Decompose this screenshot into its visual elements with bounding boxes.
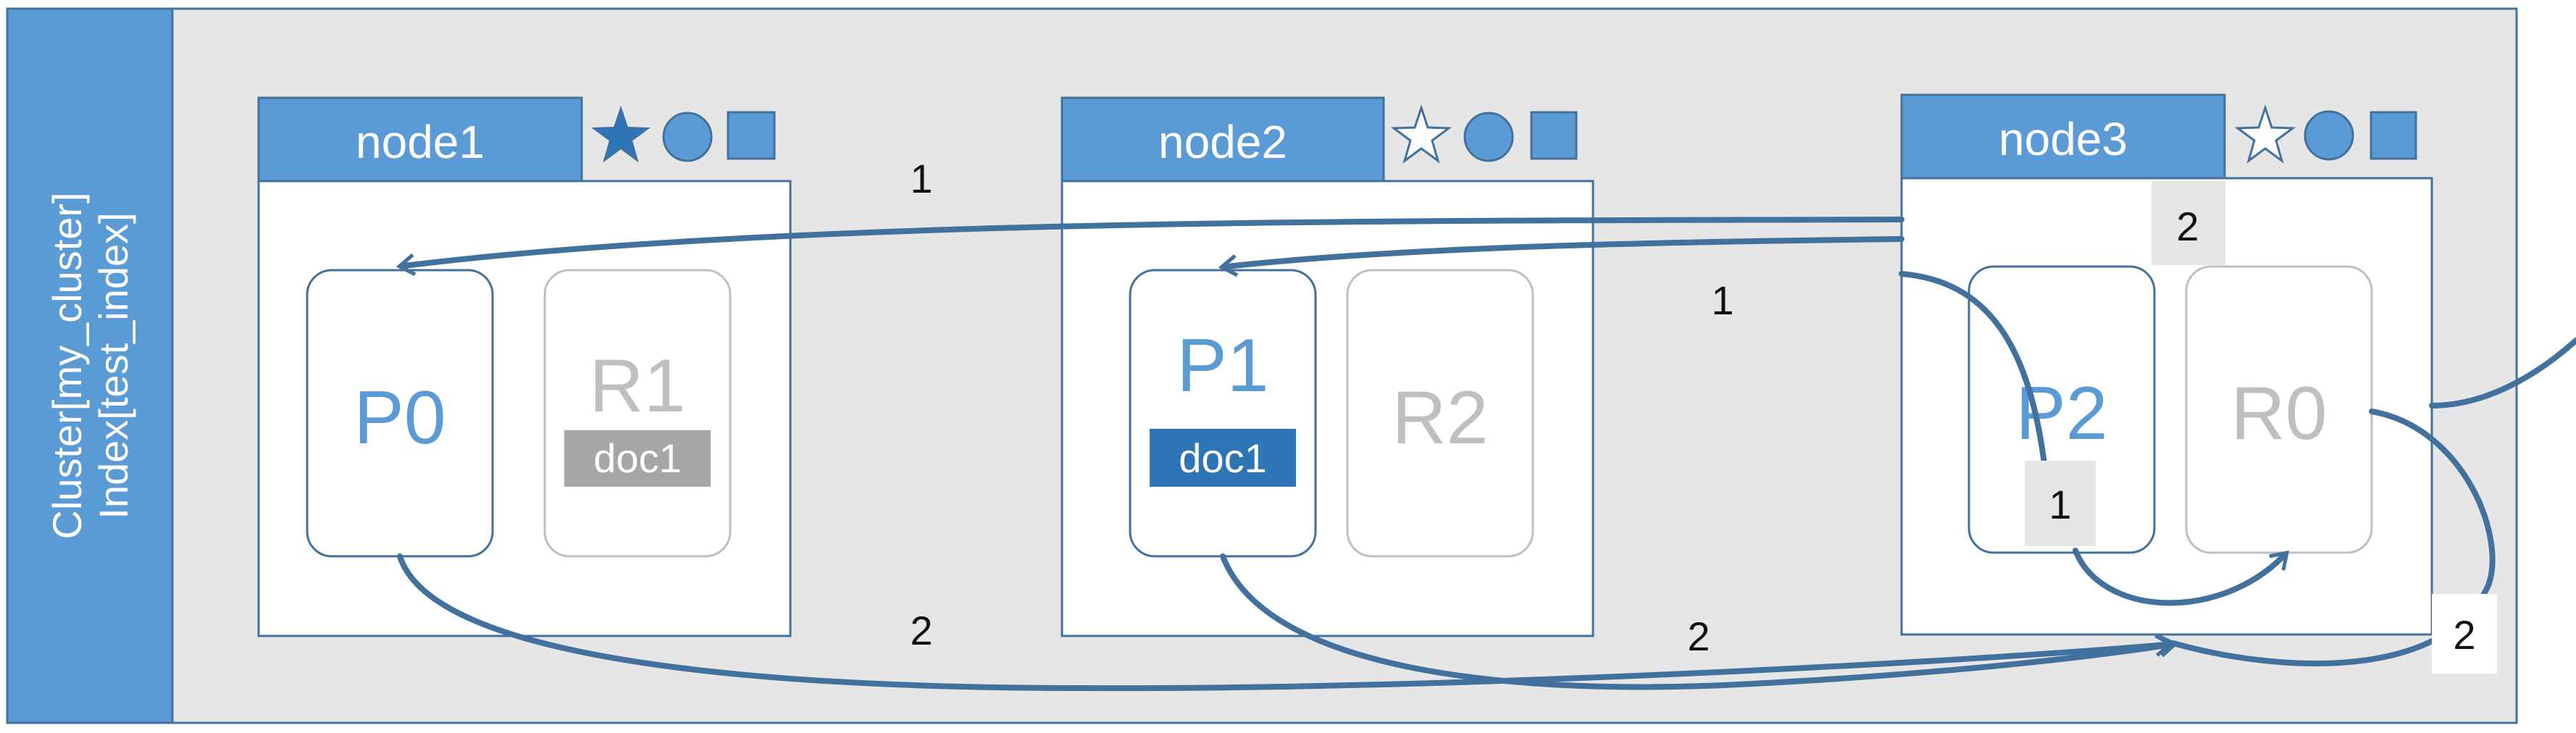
arrow-r0-ack	[2170, 409, 2496, 667]
shard-R2: R2	[1346, 269, 1534, 558]
step-label: 2	[2453, 612, 2475, 658]
arrow-p1-ack	[1220, 553, 2179, 690]
outline-star-icon	[1390, 104, 1452, 164]
arrow-p0-ack	[397, 553, 2175, 692]
shard-label: R1	[590, 344, 686, 428]
doc-badge	[564, 430, 711, 487]
shard-label: R0	[2231, 372, 2328, 456]
node-node1: node1 P0 R1 doc1	[257, 96, 792, 637]
step-label: 1	[1711, 277, 1734, 323]
cluster-sidebar	[6, 7, 174, 724]
node-header	[257, 96, 583, 183]
shard-R1: R1 doc1	[543, 269, 732, 558]
replica-shard-box	[1346, 269, 1534, 558]
step-label: 2	[2176, 204, 2199, 249]
cluster-name-label: Cluster[my_cluster]	[44, 192, 90, 539]
arrow-p2-to-r0	[2073, 548, 2290, 606]
step-badge	[2025, 461, 2096, 546]
primary-shard-box	[1967, 265, 2156, 554]
outline-star-icon	[2234, 104, 2296, 164]
shard-label: R2	[1392, 376, 1489, 460]
step-label: 1	[2049, 482, 2071, 527]
step-label: 1	[910, 156, 932, 201]
step-label: 2	[910, 608, 932, 653]
circle-icon	[2304, 110, 2354, 161]
shard-P0: P0	[306, 269, 494, 558]
circle-icon	[1463, 112, 1514, 162]
shard-label: P2	[2015, 372, 2107, 456]
node-node2: node2 P1 doc1 R2	[1061, 96, 1594, 637]
node-label: node3	[1999, 113, 2128, 165]
arrow-node3-to-p1	[1218, 236, 1904, 277]
circle-icon	[662, 112, 713, 162]
shard-P1: P1 doc1	[1129, 269, 1317, 558]
arrow-node3-into-p2	[1899, 271, 2047, 466]
node-label: node2	[1158, 116, 1287, 168]
shard-label: P1	[1176, 324, 1268, 408]
shard-label: P0	[354, 376, 446, 460]
doc-badge	[1150, 429, 1296, 487]
square-icon	[1530, 111, 1578, 160]
node-node3: node3 P2 R0	[1900, 93, 2433, 636]
node-header	[1061, 96, 1385, 183]
arrow-r0-to-outside	[2429, 338, 2576, 409]
shard-P2: P2	[1967, 265, 2156, 554]
index-name-label: Index[test_index]	[91, 212, 136, 519]
square-icon	[2370, 111, 2417, 160]
step-badge	[2151, 181, 2225, 265]
step-label: 2	[1687, 613, 1710, 659]
square-icon	[727, 111, 776, 160]
primary-shard-box	[1129, 269, 1317, 558]
filled-star-icon	[591, 105, 651, 163]
doc-label: doc1	[593, 435, 681, 481]
step-badge	[2432, 594, 2497, 674]
node-label: node1	[356, 116, 485, 168]
doc-label: doc1	[1179, 435, 1266, 481]
request-arrows	[396, 217, 2576, 692]
node-header	[1900, 93, 2226, 180]
shard-R0: R0	[2185, 265, 2373, 554]
arrow-node3-to-p0	[396, 217, 1904, 277]
